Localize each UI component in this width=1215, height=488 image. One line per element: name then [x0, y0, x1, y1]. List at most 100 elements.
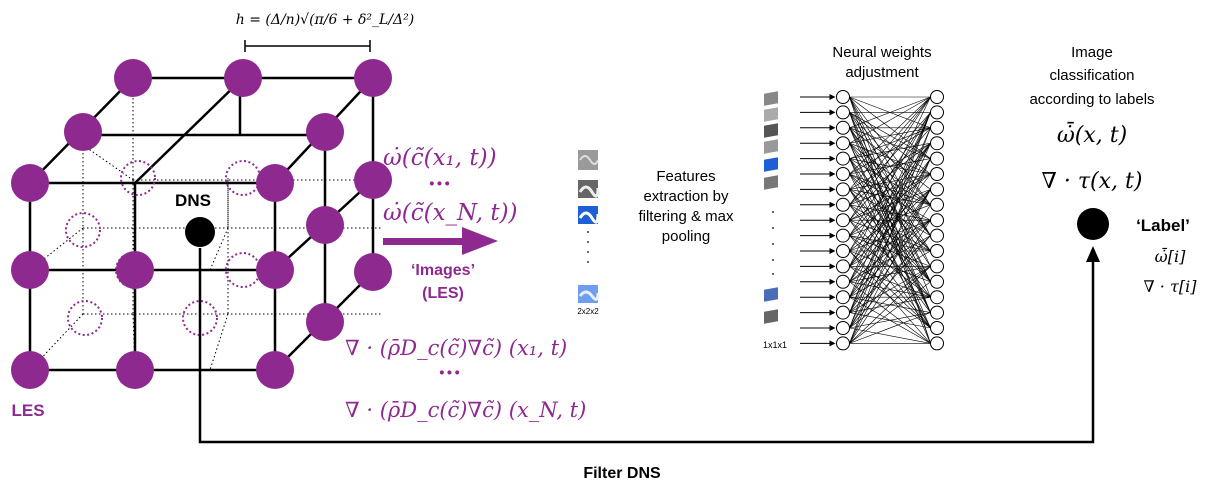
- nn-input-dot: [772, 227, 774, 229]
- equation-div-n: ∇ · (ρ̄D_c(c̃)∇c̃) (x_N, t): [345, 398, 586, 422]
- nn-input-node: [836, 151, 850, 166]
- nn-output-node: [930, 136, 944, 151]
- filter-dns-arrowhead: [1086, 246, 1100, 262]
- nn-input-dot: [772, 211, 774, 213]
- nn-input-arrowhead: [829, 325, 836, 331]
- nn-input-arrowhead: [829, 171, 836, 177]
- neural-title-line2: adjustment: [845, 64, 919, 81]
- nn-input-arrowhead: [829, 232, 836, 239]
- label-node: [1077, 208, 1109, 240]
- features-line1: Features: [656, 168, 715, 185]
- nn-input-arrowhead: [829, 217, 836, 224]
- nn-input-node: [836, 182, 850, 197]
- dns-label: DNS: [175, 191, 211, 210]
- kernel-1x1x1-label: 1x1x1: [763, 340, 787, 350]
- nn-input-arrowhead: [829, 155, 836, 162]
- filter-dns-path: [198, 248, 1095, 444]
- nn-output-node: [930, 90, 944, 104]
- nn-input-node: [836, 274, 850, 289]
- classif-line2: classification: [1049, 67, 1134, 84]
- hidden-les-nodes: [65, 160, 261, 336]
- nn-output-node: [930, 259, 944, 274]
- nn-input-arrowhead: [829, 309, 836, 316]
- classif-line3: according to labels: [1029, 91, 1154, 108]
- nn-output-node: [930, 182, 944, 197]
- nn-input-thumbnail: [764, 309, 778, 324]
- nn-input-node: [836, 244, 850, 258]
- equation-omega-1: ω̇(c̃(x₁, t)): [383, 145, 497, 171]
- nn-input-thumbnail: [764, 175, 778, 190]
- nn-output-node: [930, 197, 944, 212]
- classif-line1: Image: [1071, 44, 1113, 61]
- spacing-indicator: h = (Δ/n)√(π/6 + δ²_L/Δ²): [236, 12, 415, 52]
- les-label: LES: [11, 401, 44, 420]
- images-label-line1: ‘Images’: [411, 262, 475, 279]
- nn-input-arrowhead: [829, 201, 836, 208]
- feature-maps: 2x2x2: [577, 150, 600, 316]
- nn-input-arrowhead: [829, 294, 836, 301]
- nn-output-node: [930, 151, 944, 166]
- filter-dns-label: Filter DNS: [583, 465, 661, 482]
- les-nodes: [11, 59, 392, 389]
- nn-output-node: [930, 105, 944, 120]
- nn-output-node: [930, 290, 944, 305]
- dns-node: [185, 217, 215, 247]
- equation-omega-n: ω̇(c̃(x_N, t)): [383, 200, 518, 226]
- equation-div-tau: ∇ · τ(x, t): [1042, 169, 1143, 194]
- neural-title-line1: Neural weights: [832, 44, 931, 61]
- equation-omega-bar: ω̇̄(x, t): [1057, 122, 1127, 148]
- images-arrow: [383, 227, 498, 255]
- images-label-line2: (LES): [422, 285, 464, 302]
- nn-output-node: [930, 244, 944, 258]
- equation-div-1: ∇ · (ρ̄D_c(c̃)∇c̃) (x₁, t): [345, 336, 567, 360]
- nn-input-thumbnail: [764, 157, 778, 172]
- nn-input-arrowhead: [829, 263, 836, 270]
- feature-thumb-1: [578, 150, 598, 170]
- nn-output-node: [930, 213, 944, 228]
- nn-input-node: [836, 136, 850, 151]
- features-line2: extraction by: [643, 188, 729, 205]
- nn-output-node: [930, 336, 944, 351]
- nn-input-thumbnail: [764, 139, 778, 154]
- nn-input-arrowhead: [829, 278, 836, 285]
- nn-input-thumbnail: [764, 107, 778, 122]
- kernel-2x2x2-label: 2x2x2: [577, 307, 599, 316]
- nn-input-node: [836, 321, 850, 335]
- neural-network: [764, 90, 944, 351]
- equation-ellipsis-bottom: ···: [438, 360, 461, 386]
- nn-output-node: [930, 120, 944, 135]
- nn-input-dot: [772, 273, 774, 275]
- label-word: ‘Label’: [1136, 216, 1190, 235]
- nn-input-arrowhead: [829, 94, 836, 100]
- nn-output-node: [930, 321, 944, 335]
- nn-input-thumbnail: [764, 91, 778, 106]
- label-omega: ω̇̄[i]: [1155, 246, 1186, 266]
- label-tau: ∇ · τ[i]: [1144, 277, 1198, 296]
- nn-input-arrowhead: [829, 186, 836, 193]
- nn-input-node: [836, 305, 850, 320]
- nn-input-thumbnail: [764, 123, 778, 138]
- nn-input-thumbnail: [764, 287, 778, 302]
- nn-input-node: [836, 213, 850, 228]
- nn-input-node: [836, 259, 850, 274]
- features-line3: filtering & max: [638, 208, 734, 225]
- nn-input-arrowhead: [829, 340, 836, 347]
- feature-dots: [587, 231, 589, 263]
- nn-input-dot: [772, 259, 774, 261]
- nn-input-node: [836, 105, 850, 120]
- nn-connections: [849, 96, 931, 344]
- nn-output-node: [930, 228, 944, 243]
- nn-input-node: [836, 290, 850, 305]
- spacing-formula: h = (Δ/n)√(π/6 + δ²_L/Δ²): [236, 12, 415, 28]
- nn-input-node: [836, 120, 850, 135]
- nn-input-arrowhead: [829, 124, 836, 131]
- nn-output-node: [930, 274, 944, 289]
- nn-input-node: [836, 228, 850, 243]
- features-line4: pooling: [662, 228, 710, 245]
- nn-input-node: [836, 336, 850, 351]
- nn-input-node: [836, 167, 850, 181]
- nn-output-node: [930, 167, 944, 181]
- nn-output-node: [930, 305, 944, 320]
- nn-input-arrowhead: [829, 109, 836, 116]
